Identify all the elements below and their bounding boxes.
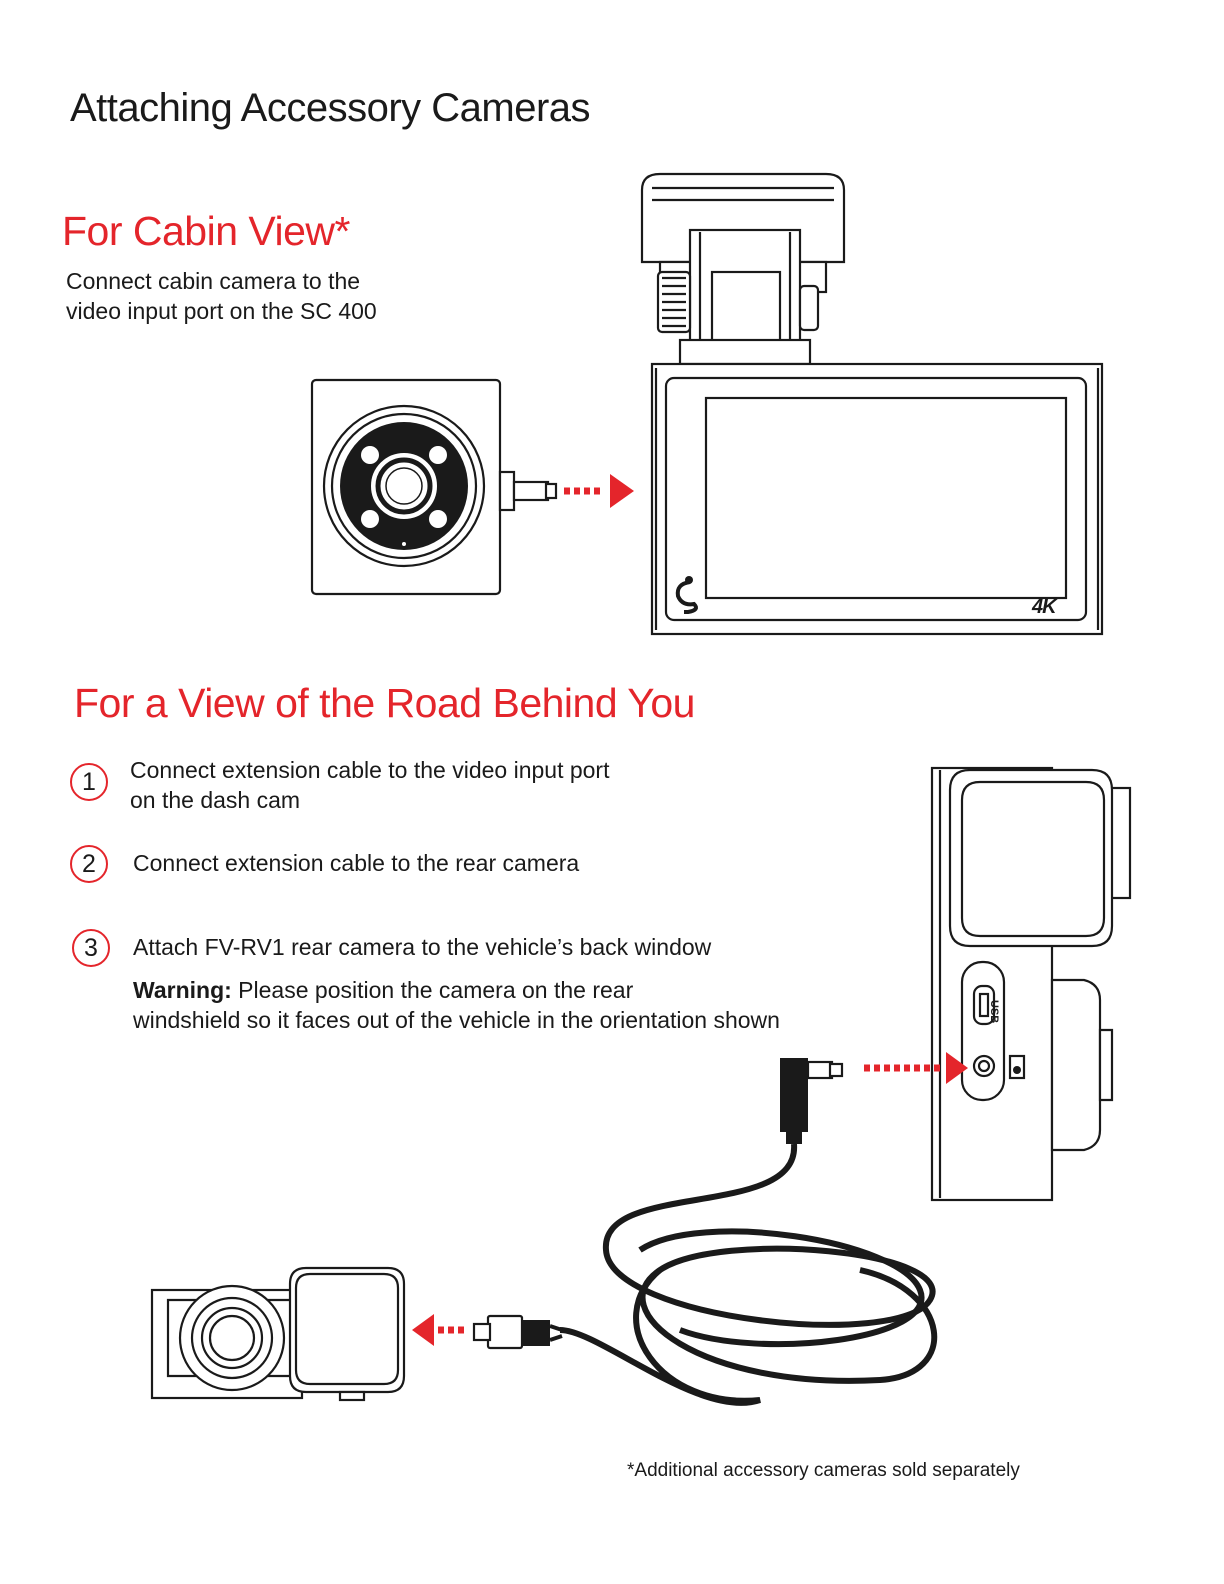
warning-note: Warning: Please position the camera on t… <box>133 975 780 1035</box>
connection-arrow-icon <box>412 1314 468 1346</box>
cabin-desc-line: video input port on the SC 400 <box>66 298 377 324</box>
cobra-logo-icon <box>675 576 698 614</box>
usb-port-label: USB <box>988 1000 1000 1024</box>
step-2-text: Connect extension cable to the rear came… <box>133 850 580 876</box>
cabin-camera-illustration <box>310 378 558 596</box>
connection-arrow-icon <box>864 1052 968 1084</box>
warning-line: windshield so it faces out of the vehicl… <box>133 1007 780 1033</box>
extension-cable-illustration <box>472 1058 938 1406</box>
step-number-badge: 1 <box>70 763 108 801</box>
page-title: Attaching Accessory Cameras <box>70 86 591 130</box>
footnote: *Additional accessory cameras sold separ… <box>627 1460 1020 1481</box>
cabin-view-description: Connect cabin camera to the video input … <box>66 266 466 326</box>
step-1-text: Connect extension cable to the video inp… <box>130 755 610 815</box>
step-number-badge: 3 <box>72 929 110 967</box>
cabin-desc-line: Connect cabin camera to the <box>66 268 361 294</box>
warning-line: Warning: Please position the camera on t… <box>133 975 780 1005</box>
step-3-text: Attach FV-RV1 rear camera to the vehicle… <box>133 934 712 960</box>
step-number-badge: 2 <box>70 845 108 883</box>
step-line: on the dash cam <box>130 787 301 813</box>
dash-cam-front-illustration <box>640 172 1104 636</box>
warning-label: Warning: <box>133 977 232 1003</box>
connection-arrow-icon <box>564 474 634 508</box>
step-line: Connect extension cable to the video inp… <box>130 757 610 783</box>
rear-view-heading: For a View of the Road Behind You <box>74 680 695 726</box>
cabin-view-heading: For Cabin View* <box>62 208 351 254</box>
dash-cam-side-illustration <box>930 766 1132 1202</box>
rear-camera-illustration <box>150 1266 406 1402</box>
resolution-badge: 4K <box>1032 596 1057 618</box>
warning-text: Please position the camera on the rear <box>231 977 634 1003</box>
